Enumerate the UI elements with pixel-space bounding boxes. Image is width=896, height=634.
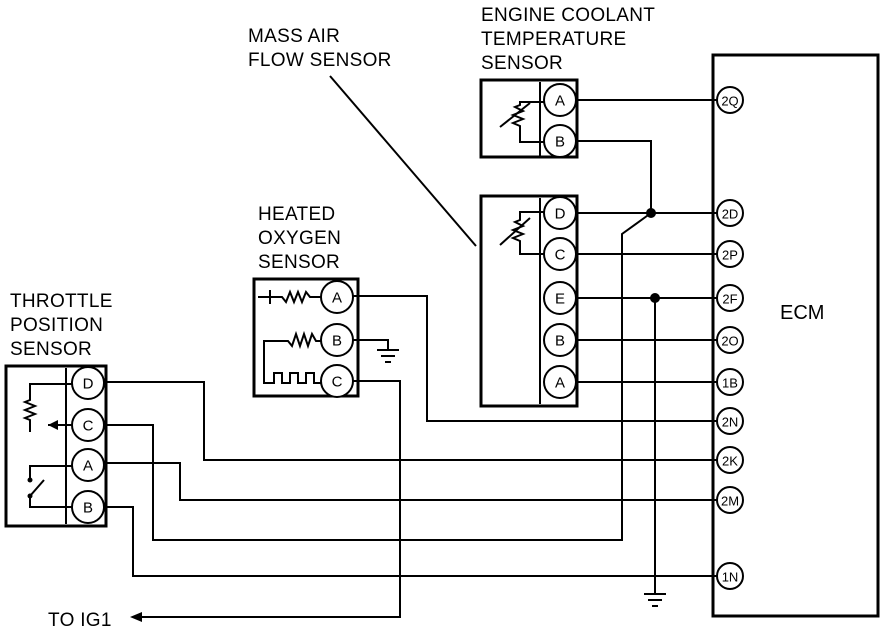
- svg-text:2K: 2K: [722, 454, 738, 469]
- heated-oxygen-sensor-label: HEATED OXYGEN SENSOR: [258, 204, 341, 273]
- svg-text:2N: 2N: [722, 415, 739, 430]
- svg-text:1B: 1B: [722, 376, 738, 391]
- wire-tps-c-2p: [100, 212, 652, 541]
- maf-pin-e: E: [543, 281, 577, 315]
- wire-tps-d-2k: [100, 381, 717, 461]
- svg-text:2Q: 2Q: [721, 94, 738, 109]
- ecm-pin-2f: 2F: [716, 284, 744, 312]
- ground-icon: [377, 349, 399, 363]
- wire-tps-b-1n: [100, 506, 717, 577]
- ecm-pin-2p: 2P: [716, 240, 744, 268]
- svg-text:C: C: [555, 247, 566, 264]
- ecm-pin-2k: 2K: [716, 446, 744, 474]
- arrow-icon: [130, 612, 142, 622]
- maf-pin-b: B: [543, 323, 577, 357]
- svg-text:HEATED: HEATED: [258, 204, 335, 225]
- svg-text:1N: 1N: [722, 570, 739, 585]
- maf-leader-line: [329, 75, 477, 247]
- svg-text:ENGINE COOLANT: ENGINE COOLANT: [481, 5, 655, 26]
- svg-text:SENSOR: SENSOR: [258, 252, 340, 273]
- ecm-label: ECM: [780, 302, 824, 324]
- wire-ho2s-b-ground: [350, 339, 389, 350]
- tps-pin-c: C: [71, 408, 105, 442]
- ho2s-pin-b: B: [320, 323, 354, 357]
- svg-text:B: B: [332, 333, 342, 350]
- ecm-pin-1b: 1B: [716, 368, 744, 396]
- svg-text:C: C: [83, 418, 94, 435]
- ecm-pin-2o: 2O: [716, 326, 744, 354]
- ecm-pin-2q: 2Q: [716, 86, 744, 114]
- svg-text:MASS AIR: MASS AIR: [248, 26, 340, 47]
- ect-pin-b: B: [543, 124, 577, 158]
- svg-text:A: A: [332, 290, 342, 307]
- svg-text:D: D: [555, 206, 566, 223]
- svg-text:A: A: [555, 375, 565, 392]
- svg-text:FLOW SENSOR: FLOW SENSOR: [248, 50, 392, 71]
- svg-text:OXYGEN: OXYGEN: [258, 228, 341, 249]
- engine-coolant-temperature-sensor-label: ENGINE COOLANT TEMPERATURE SENSOR: [481, 5, 655, 74]
- ground-icon: [644, 593, 666, 607]
- wire-ho2s-a-2n: [350, 295, 717, 422]
- ecm-pin-1n: 1N: [716, 562, 744, 590]
- maf-pin-c: C: [543, 237, 577, 271]
- svg-text:B: B: [555, 333, 565, 350]
- ho2s-pin-a: A: [320, 280, 354, 314]
- wire-ect-b-2d: [574, 140, 652, 213]
- svg-text:SENSOR: SENSOR: [481, 53, 563, 74]
- svg-text:2M: 2M: [721, 494, 739, 509]
- mass-air-flow-sensor-label: MASS AIR FLOW SENSOR: [248, 26, 392, 71]
- pin-layer: A B D C E B A A B C D C A B 2Q 2D 2P 2F 2O 1B 2N 2K 2M 1N: [71, 83, 744, 590]
- tps-pin-d: D: [71, 366, 105, 400]
- to-ig1-label: TO IG1: [48, 610, 112, 631]
- ecm-pin-2n: 2N: [716, 407, 744, 435]
- svg-text:POSITION: POSITION: [10, 315, 103, 336]
- ect-pin-a: A: [543, 83, 577, 117]
- ecm-pin-2m: 2M: [716, 486, 744, 514]
- tps-pin-b: B: [71, 490, 105, 524]
- tps-pin-a: A: [71, 448, 105, 482]
- svg-text:2P: 2P: [722, 248, 738, 263]
- svg-text:E: E: [555, 291, 565, 308]
- svg-text:D: D: [83, 376, 94, 393]
- ho2s-pin-c: C: [320, 364, 354, 398]
- svg-text:SENSOR: SENSOR: [10, 339, 92, 360]
- maf-pin-a: A: [543, 365, 577, 399]
- svg-text:B: B: [83, 500, 93, 517]
- svg-text:2O: 2O: [721, 334, 738, 349]
- ecm-pin-2d: 2D: [716, 199, 744, 227]
- svg-text:2D: 2D: [722, 207, 739, 222]
- svg-text:B: B: [555, 134, 565, 151]
- svg-text:THROTTLE: THROTTLE: [10, 291, 113, 312]
- svg-text:2F: 2F: [722, 292, 737, 307]
- svg-text:TEMPERATURE: TEMPERATURE: [481, 29, 626, 50]
- throttle-position-sensor-label: THROTTLE POSITION SENSOR: [10, 291, 113, 360]
- svg-text:C: C: [332, 374, 343, 391]
- wire-tps-a-2m: [100, 462, 717, 501]
- svg-text:A: A: [555, 93, 565, 110]
- maf-pin-d: D: [543, 196, 577, 230]
- svg-text:A: A: [83, 458, 93, 475]
